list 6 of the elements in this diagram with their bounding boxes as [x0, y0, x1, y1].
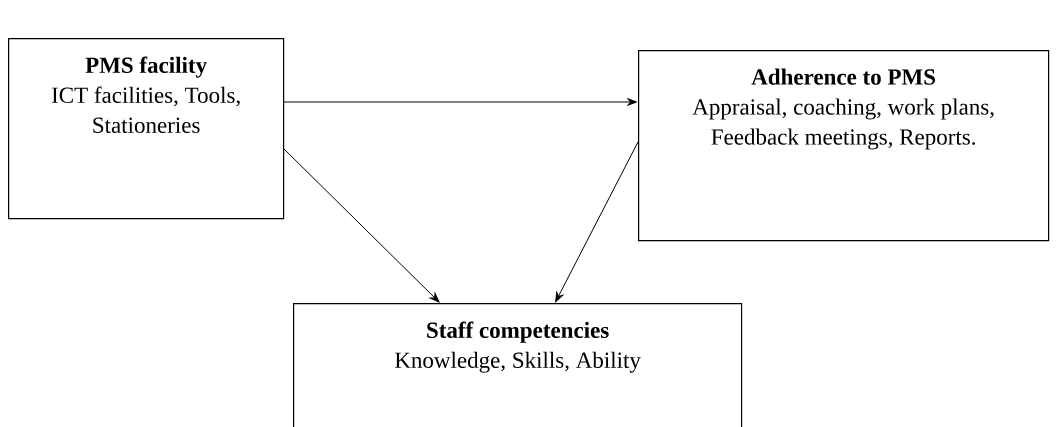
- arrow: [555, 141, 639, 303]
- text-box: PMS facility ICT facilities, Tools, Stationeries: [8, 38, 285, 220]
- text-box: Adherence to PMS Appraisal, coaching, work plans, Feedback meetings, Reports.: [638, 50, 1050, 242]
- arrow: [282, 147, 440, 303]
- text-box: Staff competencies Knowledge, Skills, Ability: [293, 303, 743, 427]
- arrow: [282, 98, 638, 106]
